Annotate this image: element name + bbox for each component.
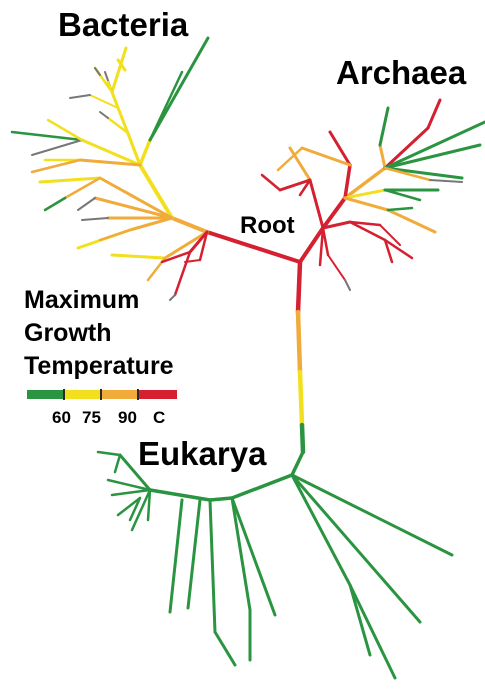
- tree-branch: [82, 218, 108, 220]
- tree-branch: [290, 148, 310, 180]
- legend-title: Maximum Growth Temperature: [24, 284, 174, 383]
- tree-branch: [302, 425, 303, 452]
- tree-branch: [298, 312, 300, 372]
- tree-branch: [350, 585, 395, 678]
- tree-branch: [175, 252, 190, 295]
- tree-branch: [170, 500, 182, 612]
- tree-branch: [130, 218, 172, 230]
- tree-branch: [40, 178, 100, 182]
- tree-branch: [292, 475, 452, 555]
- tree-branch: [115, 455, 120, 472]
- tree-branch: [150, 38, 208, 140]
- tree-branch: [388, 208, 412, 210]
- legend-title-line-3: Temperature: [24, 350, 174, 383]
- legend-seg-green: [27, 390, 64, 399]
- tree-branch: [262, 175, 280, 190]
- tree-branch: [215, 632, 235, 665]
- tree-branch: [345, 198, 388, 210]
- legend-ticklabel-90: 90: [118, 409, 137, 426]
- bacteria-label: Bacteria: [58, 8, 188, 41]
- tree-branch: [385, 168, 462, 178]
- eukarya-label: Eukarya: [138, 437, 266, 470]
- legend-ticklabel-75: 75: [82, 409, 101, 426]
- tree-branch: [380, 108, 388, 145]
- tree-branch: [70, 95, 90, 98]
- legend-color-bar: [27, 390, 177, 399]
- tree-branch: [388, 210, 435, 232]
- tree-branch: [328, 255, 345, 280]
- tree-branch: [150, 72, 182, 140]
- tree-branch: [45, 198, 65, 210]
- tree-branch: [210, 500, 215, 632]
- tree-branch: [140, 140, 150, 165]
- legend-seg-red: [138, 390, 177, 399]
- legend-seg-yellow: [64, 390, 101, 399]
- tree-branch: [210, 498, 232, 500]
- tree-branch: [150, 490, 210, 500]
- tree-branch: [32, 140, 82, 155]
- legend-tick-75: [100, 389, 102, 400]
- tree-branch: [345, 280, 350, 290]
- tree-branch: [232, 475, 292, 498]
- legend-tick-60: [63, 389, 65, 400]
- tree-branch: [100, 112, 108, 118]
- tree-branch: [32, 160, 80, 172]
- tree-branch: [292, 452, 303, 475]
- root-label: Root: [240, 214, 295, 238]
- tree-branch: [112, 255, 165, 258]
- legend-seg-orange: [101, 390, 138, 399]
- tree-branch: [380, 145, 385, 168]
- tree-branch: [298, 262, 300, 312]
- tree-branch: [172, 218, 207, 232]
- tree-branch: [385, 122, 485, 168]
- tree-branch: [100, 230, 130, 240]
- tree-branch: [78, 198, 95, 210]
- legend-title-line-1: Maximum: [24, 284, 174, 317]
- tree-branch: [95, 68, 100, 75]
- tree-branch: [300, 372, 302, 425]
- legend-ticklabel-unit: C: [153, 409, 165, 426]
- legend-tick-90: [137, 389, 139, 400]
- tree-branch: [232, 498, 275, 615]
- tree-branch: [232, 498, 250, 610]
- legend-title-line-2: Growth: [24, 317, 174, 350]
- tree-branch: [430, 180, 462, 182]
- tree-branch: [112, 490, 150, 495]
- tree-branch: [428, 100, 440, 128]
- tree-branch: [310, 180, 323, 228]
- legend-ticklabel-60: 60: [52, 409, 71, 426]
- tree-branch: [188, 500, 200, 608]
- archaea-label: Archaea: [336, 56, 466, 89]
- tree-branch: [98, 452, 120, 455]
